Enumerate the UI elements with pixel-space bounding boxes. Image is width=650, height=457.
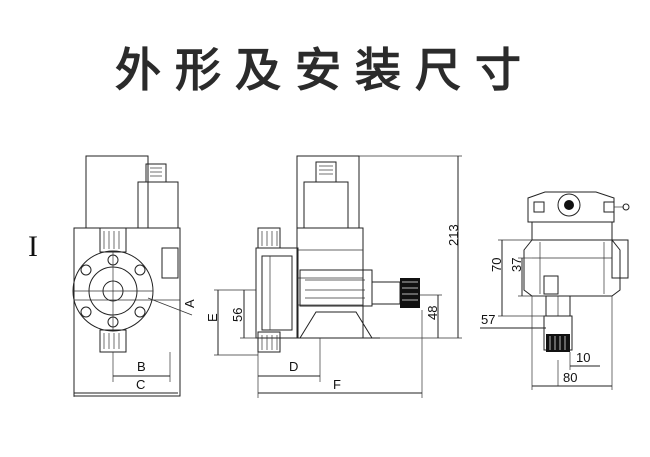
side-label: I [28,230,38,263]
dimension-label-48: 48 [425,306,440,320]
dimension-label-70: 70 [489,258,504,272]
dimension-label-f: F [333,377,341,392]
dimension-label-56: 56 [230,308,245,322]
dimension-label-c: C [136,377,145,392]
dimension-label-b: B [137,359,146,374]
dimension-label-37: 37 [509,258,524,272]
dimension-label-e: E [205,313,220,322]
dimension-label-10: 10 [576,350,590,365]
front-view: A B C [72,155,197,397]
side-view: E 56 D F 213 48 [205,155,462,398]
page-title: 外形及安装尺寸 [115,43,535,97]
dimension-label-80: 80 [563,370,577,385]
rear-view: 70 37 57 10 80 [480,191,630,390]
dimension-label-a: A [182,299,197,308]
dimension-label-213: 213 [446,224,461,246]
dimension-label-d: D [289,359,298,374]
dimension-label-57: 57 [481,312,495,327]
